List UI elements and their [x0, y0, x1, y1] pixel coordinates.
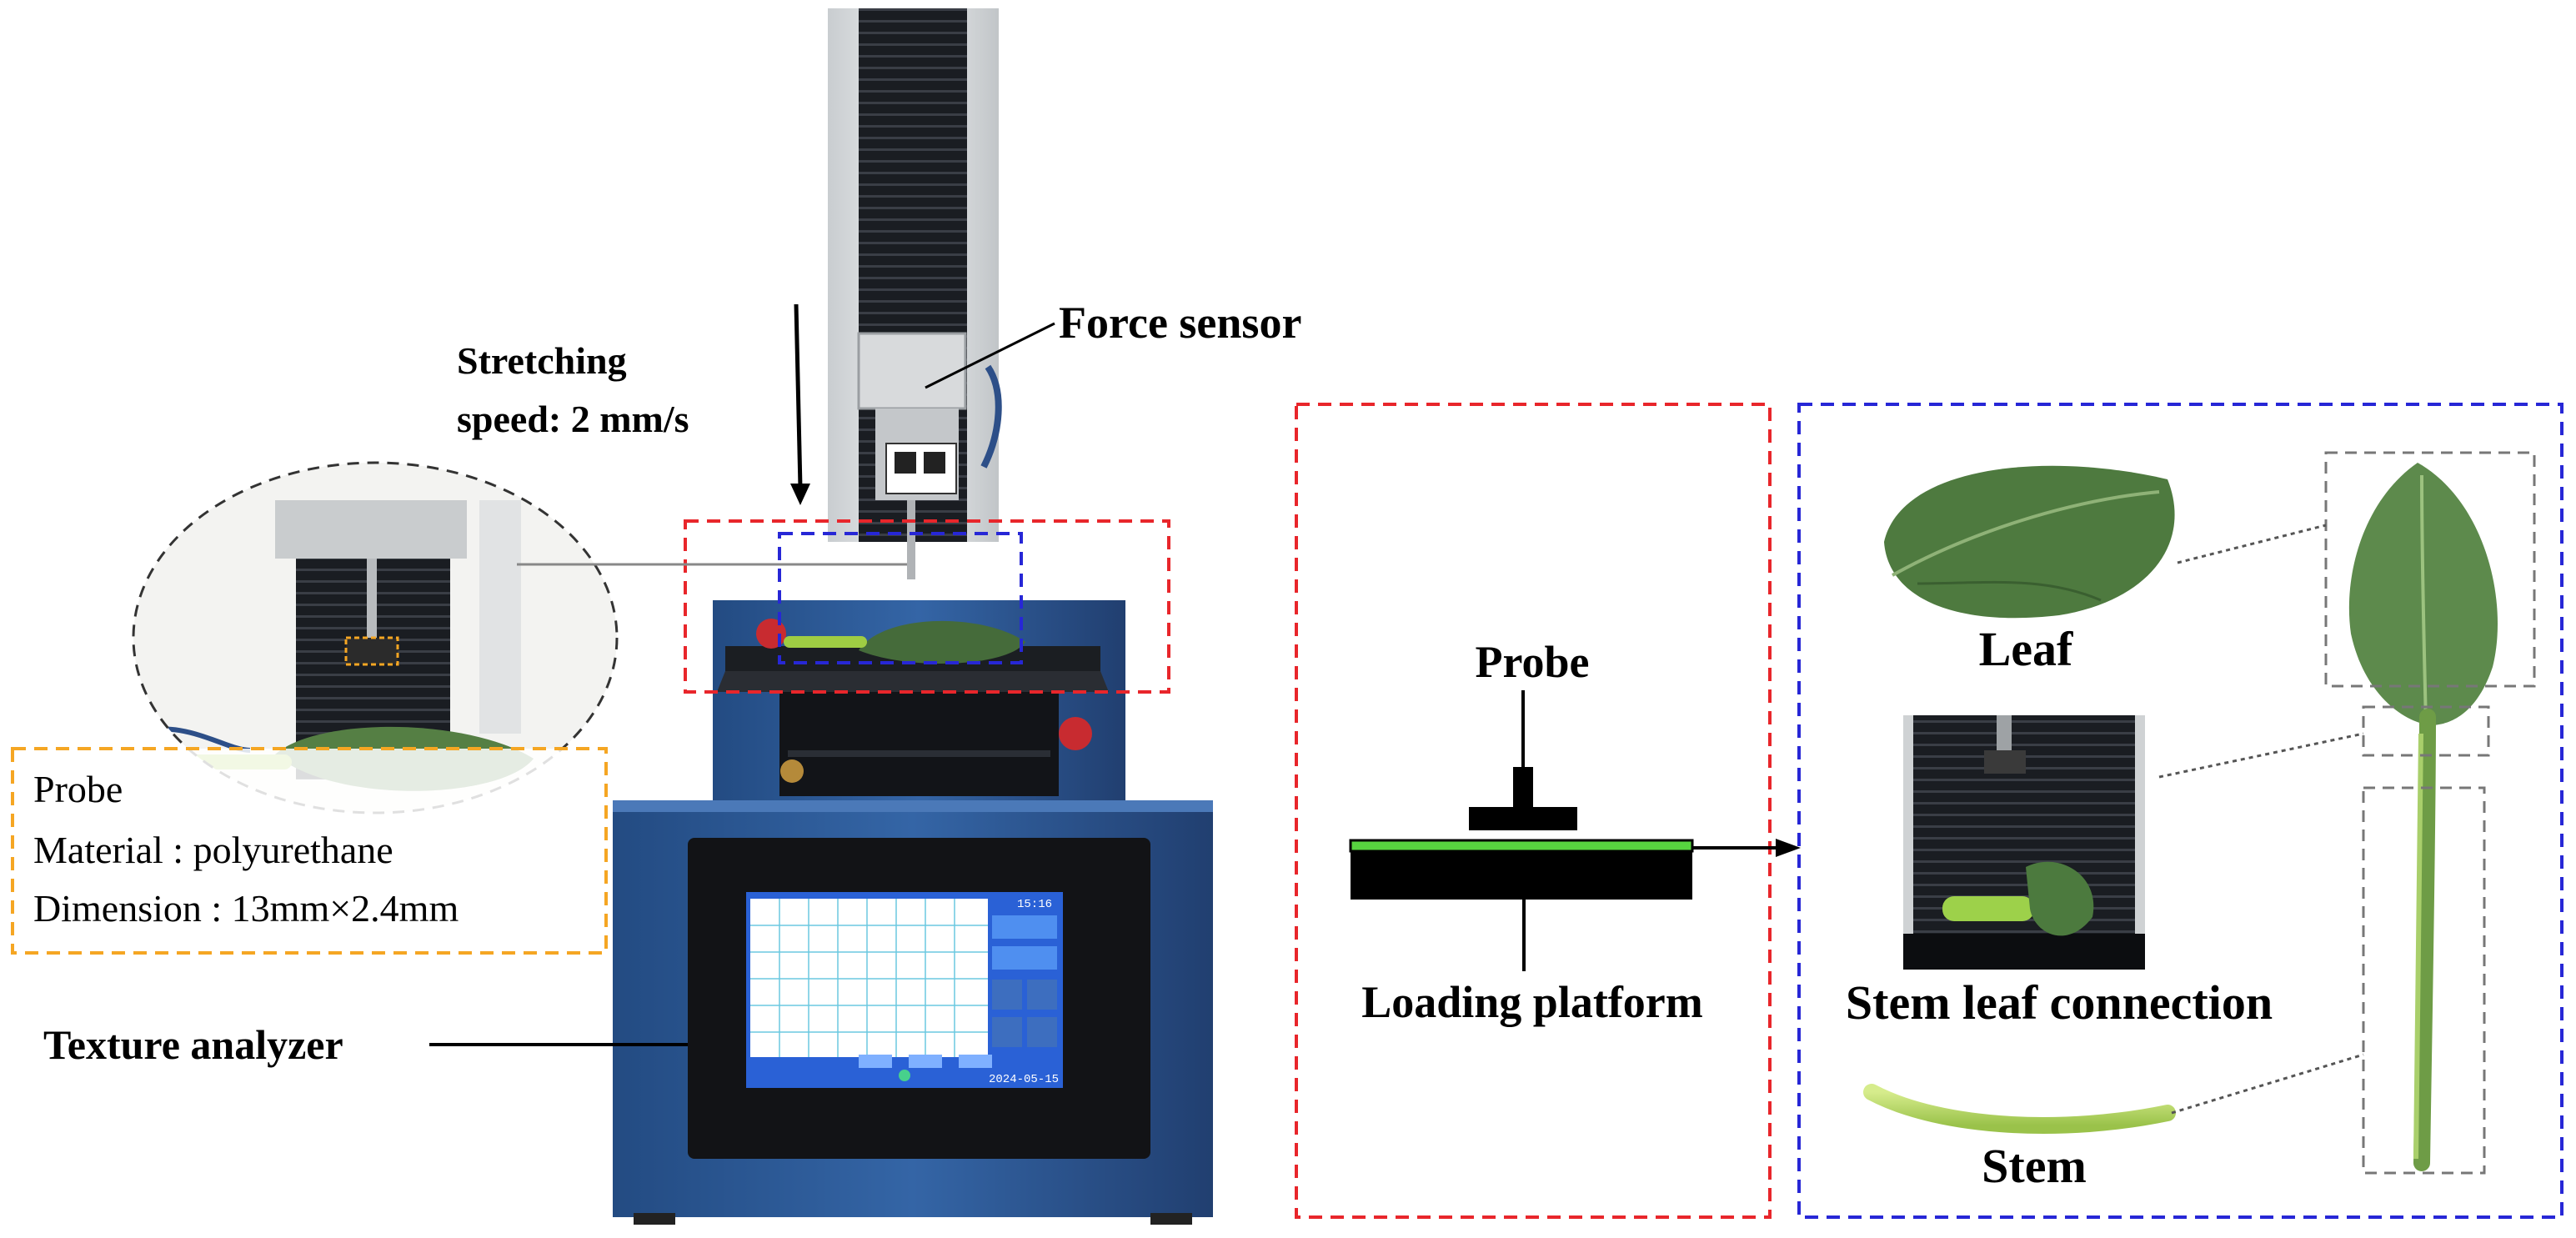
leaf-connector	[2177, 524, 2327, 564]
schematic-panel	[1295, 403, 1772, 1219]
platform-stem	[784, 636, 867, 648]
platform-leaf	[859, 620, 1025, 664]
red-knob-left	[756, 619, 786, 649]
plant-connection-box	[2362, 705, 2490, 757]
probe-dimension: Dimension : 13mm×2.4mm	[33, 887, 459, 930]
leaf-photo	[1884, 465, 2175, 619]
probe-material: Material : polyurethane	[33, 829, 393, 871]
stem-connector	[2171, 1053, 2364, 1115]
stretching-label-line1: Stretching	[457, 339, 627, 382]
texture-analyzer-machine: 15:16 2024-05-15	[613, 8, 1213, 1225]
red-knob-right	[1059, 717, 1092, 750]
force-sensor-body	[857, 332, 967, 410]
stem-photo	[1863, 1084, 2176, 1134]
machine-blue-zoom-box	[778, 532, 1023, 664]
schematic-sample-layer	[1349, 839, 1694, 853]
texture-analyzer-label: Texture analyzer	[43, 1021, 343, 1068]
probe-info-box	[11, 747, 608, 955]
stretching-label-line2: speed: 2 mm/s	[457, 398, 689, 440]
force-sensor-label: Force sensor	[1059, 298, 1301, 348]
force-sensor-leader	[925, 322, 1055, 389]
inset-probe	[344, 636, 399, 666]
stem-label: Stem	[1982, 1139, 2087, 1193]
schematic-probe-label: Probe	[1476, 637, 1590, 687]
machine-red-zoom-box	[684, 519, 1170, 694]
schematic-loading-platform	[1351, 851, 1692, 900]
probe-rod	[907, 500, 915, 579]
sample-panel	[1797, 403, 2563, 1219]
connection-connector	[2158, 732, 2364, 779]
stretching-arrow	[794, 303, 803, 489]
stem-leaf-connection-label: Stem leaf connection	[1846, 975, 2273, 1030]
screen-date: 2024-05-15	[989, 1073, 1059, 1086]
plant-leaf-box	[2324, 451, 2536, 688]
probe-box-title: Probe	[33, 768, 123, 810]
loading-platform-block	[779, 692, 1059, 796]
leaf-label: Leaf	[1979, 622, 2073, 676]
schematic-probe-head	[1469, 807, 1577, 830]
schematic-platform-label: Loading platform	[1361, 977, 1703, 1027]
stem-leaf-connection-photo	[1903, 715, 2145, 970]
screen-time: 15:16	[1017, 898, 1052, 911]
plant-stem-box	[2362, 786, 2486, 1175]
schematic-probe-stem	[1513, 767, 1533, 809]
whole-plant-photo	[2348, 463, 2498, 1171]
